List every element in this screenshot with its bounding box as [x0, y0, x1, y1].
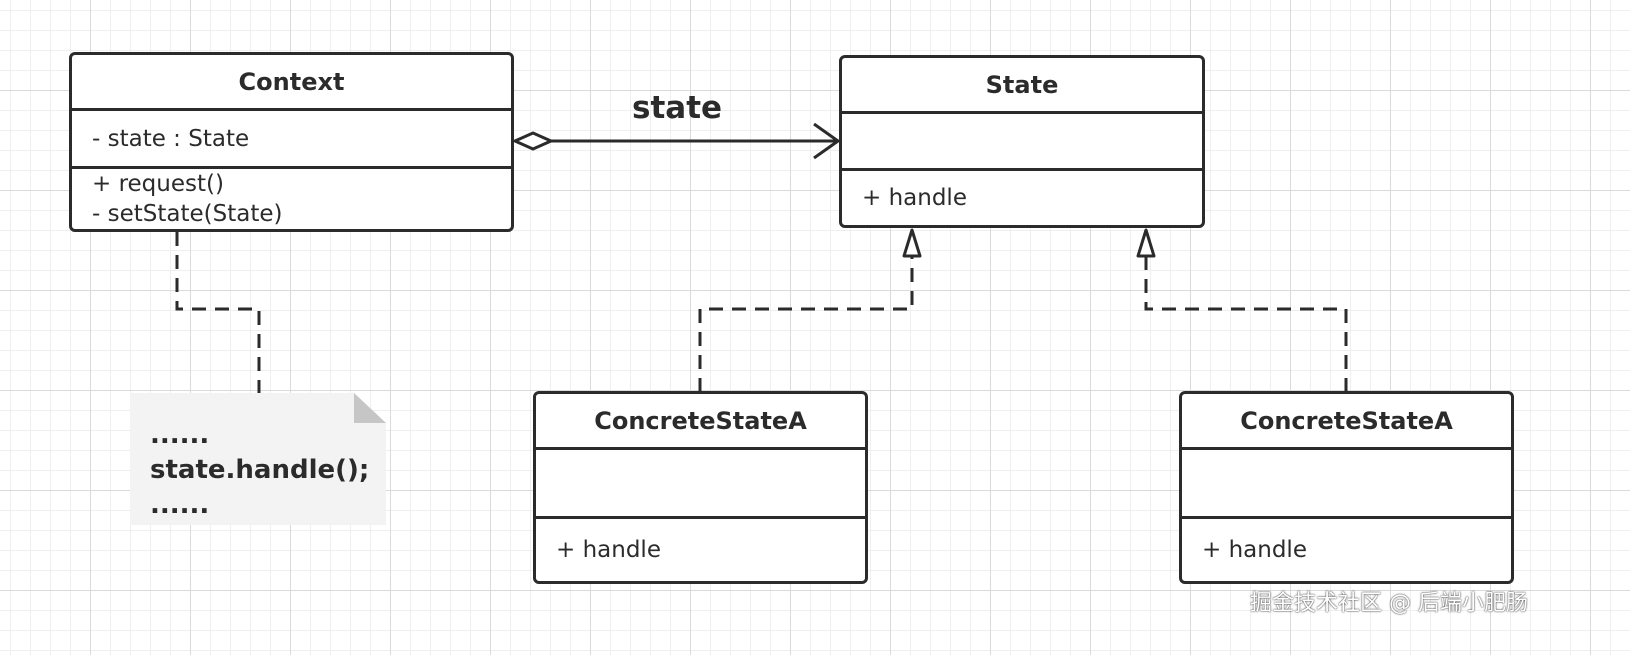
class-state[interactable]: State + handle: [839, 55, 1205, 228]
class-concrete-left-name: ConcreteStateA: [536, 394, 865, 450]
class-concrete-left-attributes: [536, 450, 865, 519]
note-text: ...... state.handle(); ......: [150, 418, 369, 523]
class-state-operations: + handle: [842, 171, 1202, 225]
association-label: state: [632, 90, 723, 126]
class-state-name: State: [842, 58, 1202, 114]
class-concrete-state-a-right[interactable]: ConcreteStateA + handle: [1179, 391, 1514, 584]
association-arrowhead: [813, 122, 840, 160]
class-concrete-left-operations: + handle: [536, 519, 865, 581]
note-line: state.handle();: [150, 455, 370, 485]
operation-row: + handle: [862, 185, 967, 211]
note[interactable]: [130, 393, 386, 525]
attribute-row: - state : State: [92, 125, 250, 152]
realization-line-left: [698, 256, 914, 392]
note-line: ......: [150, 490, 210, 520]
aggregation-diamond: [513, 131, 553, 151]
class-context-attributes: - state : State: [72, 111, 511, 169]
watermark: 掘金技术社区 @ 后端小肥肠: [1250, 591, 1528, 616]
class-concrete-right-name: ConcreteStateA: [1182, 394, 1511, 450]
operation-row: + handle: [1202, 537, 1307, 563]
operation-row: + handle: [556, 537, 661, 563]
note-anchor-line: [175, 232, 261, 393]
class-concrete-right-operations: + handle: [1182, 519, 1511, 581]
realization-arrowhead-right: [1136, 228, 1156, 258]
realization-arrowhead-left: [902, 228, 922, 258]
operation-row: - setState(State): [92, 201, 283, 227]
class-concrete-right-attributes: [1182, 450, 1511, 519]
class-context[interactable]: Context - state : State + request() - se…: [69, 52, 514, 232]
class-context-operations: + request() - setState(State): [72, 169, 511, 229]
class-concrete-state-a-left[interactable]: ConcreteStateA + handle: [533, 391, 868, 584]
class-state-attributes: [842, 114, 1202, 171]
note-line: ......: [150, 420, 210, 450]
operation-row: + request(): [92, 171, 224, 197]
realization-line-right: [1144, 256, 1348, 392]
class-context-name: Context: [72, 55, 511, 111]
